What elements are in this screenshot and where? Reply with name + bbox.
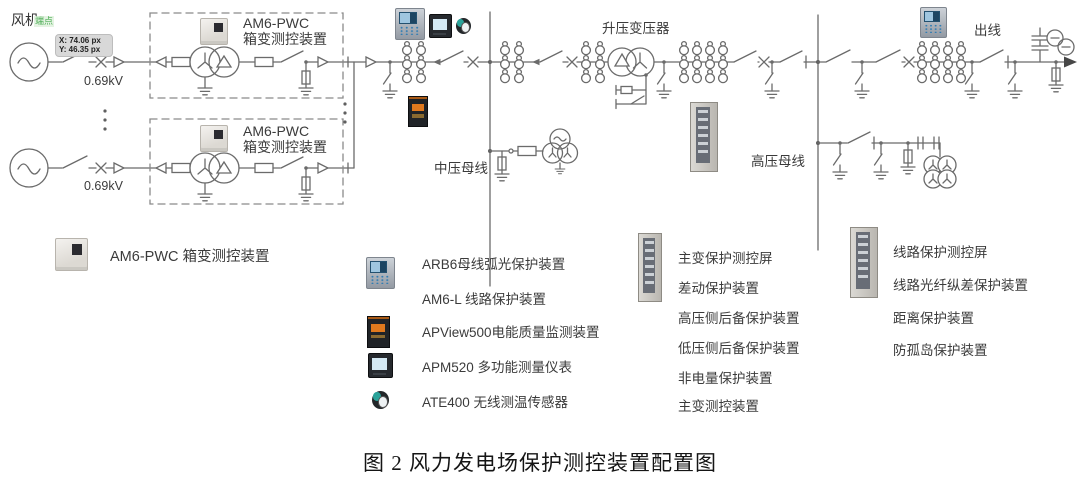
legend-line-protection-cabinet-icon bbox=[850, 227, 878, 298]
legend-relay-icon bbox=[366, 257, 395, 289]
box1-device-name: 箱变测控装置 bbox=[243, 31, 327, 47]
transformer-lv-bay bbox=[489, 42, 609, 83]
legend-item-fiber-differential-protection: 线路光纤纵差保护装置 bbox=[893, 278, 1028, 293]
mv-bus-label: 中压母线 bbox=[434, 161, 488, 176]
collector-link bbox=[103, 61, 355, 169]
apm520-meter-icon bbox=[429, 14, 452, 38]
step-up-transformer-label: 升压变压器 bbox=[602, 21, 670, 36]
grounding-transformer-branch bbox=[489, 128, 579, 182]
legend-apm520-icon bbox=[368, 353, 393, 378]
voltage-label-row2: 0.69kV bbox=[84, 179, 123, 193]
single-line-diagram bbox=[0, 11, 1077, 287]
legend-item-hv-backup-protection: 高压侧后备保护装置 bbox=[678, 311, 800, 326]
feeder-breaker-bay bbox=[353, 42, 491, 98]
box2-device-model: AM6-PWC bbox=[243, 123, 310, 139]
cursor-coordinates-tooltip: X: 74.06 px Y: 46.35 px bbox=[55, 34, 113, 57]
hv-pt-branch bbox=[817, 131, 957, 189]
legend-item-anti-islanding-protection: 防孤岛保护装置 bbox=[893, 343, 988, 358]
voltage-label-row1: 0.69kV bbox=[84, 74, 123, 88]
hv-bus-line bbox=[816, 14, 820, 251]
legend-item-apview500: APView500电能质量监测装置 bbox=[422, 325, 600, 340]
apview500-device-icon bbox=[408, 96, 428, 127]
box1-device-model: AM6-PWC bbox=[243, 15, 310, 31]
outgoing-line-label: 出线 bbox=[974, 23, 1001, 38]
legend-apview500-icon bbox=[367, 316, 390, 348]
step-up-transformer-symbol bbox=[607, 47, 655, 110]
box2-device-label: AM6-PWC 箱变测控装置 bbox=[243, 123, 327, 155]
legend-item-distance-protection: 距离保护装置 bbox=[893, 311, 974, 326]
legend-ate400-icon bbox=[372, 391, 389, 409]
legend-item-am6-pwc: AM6-PWC 箱变测控装置 bbox=[110, 249, 270, 265]
legend-item-arb6: ARB6母线弧光保护装置 bbox=[422, 257, 566, 272]
legend-item-main-transformer-panel: 主变保护测控屏 bbox=[678, 251, 773, 266]
hv-bus-label: 高压母线 bbox=[751, 154, 805, 169]
protection-relay-device-icon bbox=[395, 8, 425, 40]
tooltip-x-value: X: 74.06 px bbox=[59, 36, 101, 45]
main-transformer-cabinet-icon bbox=[690, 102, 718, 172]
figure-caption: 图 2 风力发电场保护测控装置配置图 bbox=[363, 451, 717, 475]
legend-item-am6-l: AM6-L 线路保护装置 bbox=[422, 292, 547, 307]
legend-item-line-protection-panel: 线路保护测控屏 bbox=[893, 245, 988, 260]
legend-item-lv-backup-protection: 低压侧后备保护装置 bbox=[678, 341, 800, 356]
legend-item-main-transformer-control: 主变测控装置 bbox=[678, 399, 759, 414]
box2-device-name: 箱变测控装置 bbox=[243, 139, 327, 155]
am6-pwc-box-device-icon bbox=[200, 18, 228, 45]
outgoing-line-bay bbox=[817, 27, 1077, 98]
legend-item-non-electrical-protection: 非电量保护装置 bbox=[678, 371, 773, 386]
transformer-hv-bay bbox=[653, 42, 819, 98]
am6-pwc-box-device-icon bbox=[200, 125, 228, 152]
outgoing-arrow-icon bbox=[1064, 56, 1077, 68]
ate400-sensor-icon bbox=[456, 18, 471, 34]
box1-device-label: AM6-PWC 箱变测控装置 bbox=[243, 15, 327, 47]
legend-item-apm520: APM520 多功能测量仪表 bbox=[422, 360, 573, 375]
legend-am6-pwc-box-icon bbox=[55, 238, 88, 271]
wind-turbine-label: 风机 bbox=[11, 12, 39, 28]
mv-bus-line bbox=[488, 11, 492, 287]
legend-item-differential-protection: 差动保护装置 bbox=[678, 281, 759, 296]
snap-point-annotation: 端点 bbox=[34, 16, 55, 27]
tooltip-y-value: Y: 46.35 px bbox=[59, 45, 101, 55]
legend-item-ate400: ATE400 无线测温传感器 bbox=[422, 395, 569, 410]
line-protection-relay-icon bbox=[920, 7, 947, 38]
legend-main-transformer-cabinet-icon bbox=[638, 233, 662, 302]
